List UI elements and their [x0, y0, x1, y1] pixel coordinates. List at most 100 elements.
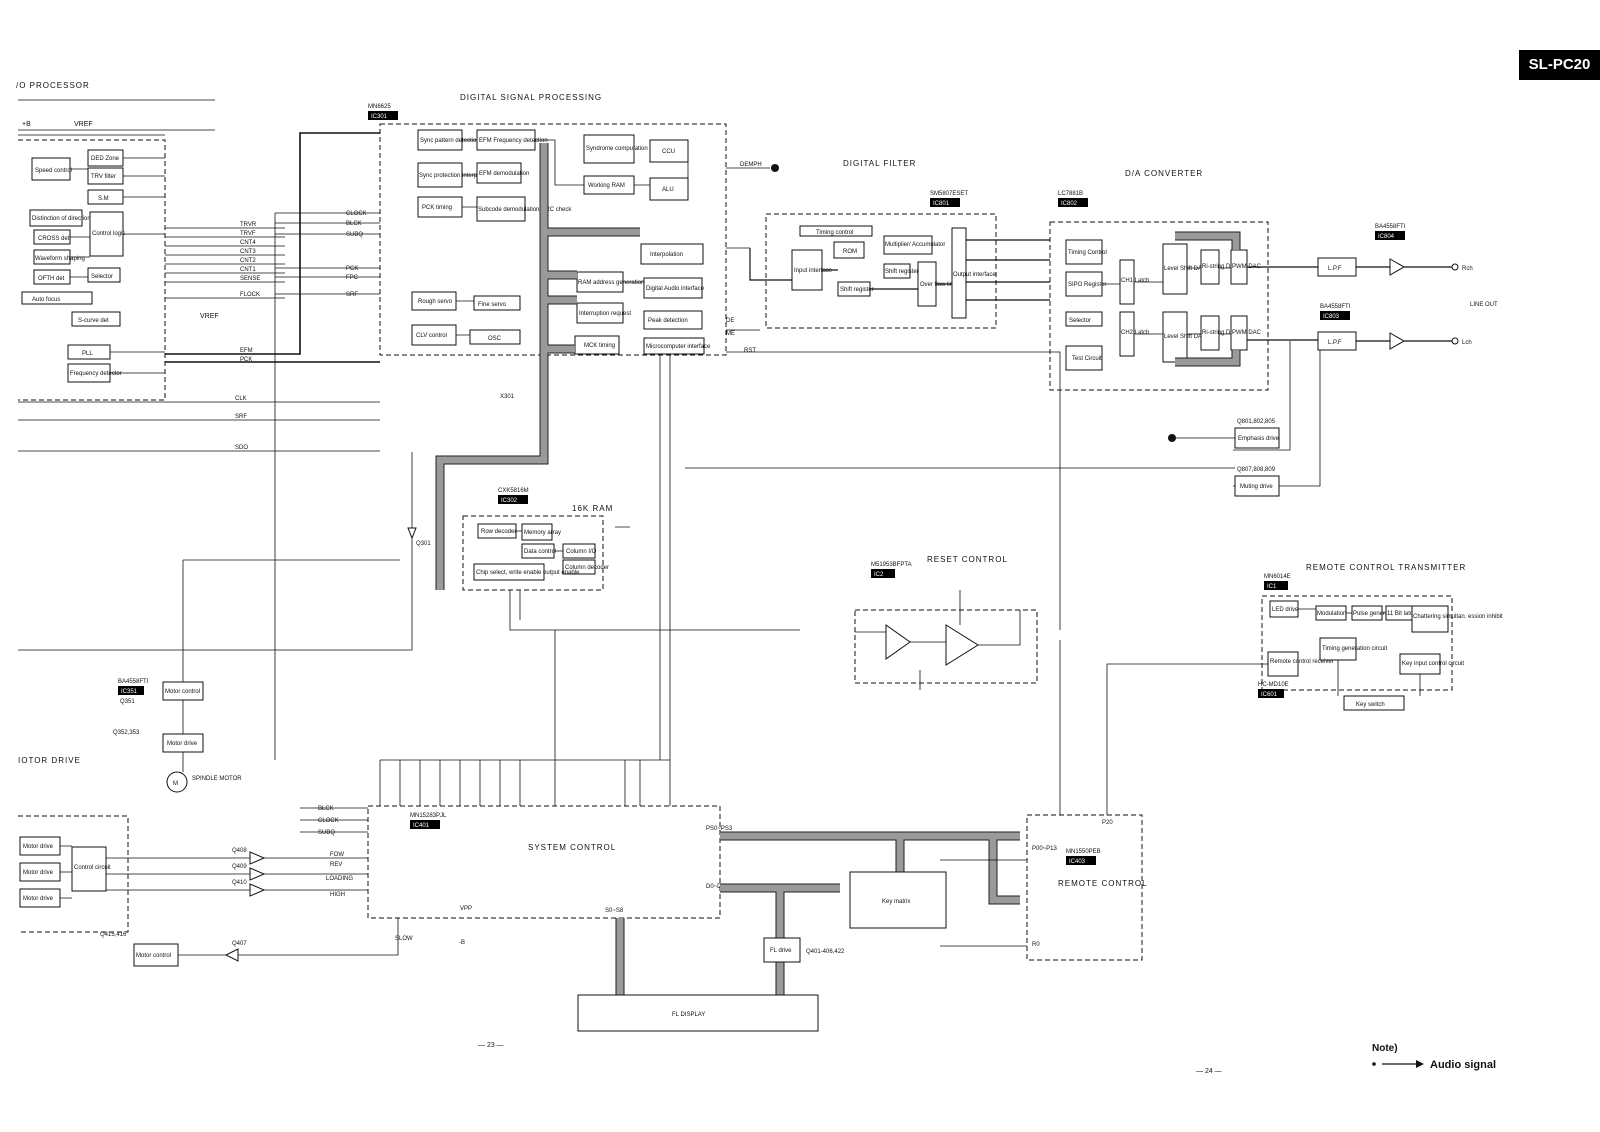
block-ridac-l-label: Ri-string DAC: [1202, 330, 1239, 336]
spindle-label: SPINDLE MOTOR: [192, 776, 242, 782]
plus-b-label: +B: [22, 121, 31, 128]
block-autofocus: [21, 291, 93, 305]
sig-de: DE: [726, 318, 734, 324]
reset-comparator-1: [885, 624, 911, 660]
sig-blck-dsp: BLCK: [346, 221, 362, 227]
block-overflow-label: Over flow limiter: [920, 282, 963, 288]
block-fine-label: Fine servo: [478, 302, 507, 308]
block-fine: [473, 295, 521, 311]
block-modulation-label: Modulation: [1317, 611, 1346, 617]
block-distinction-label: Distinction of direction: [32, 216, 91, 222]
block-chip-select: [473, 563, 545, 581]
block-ridac-r: [1200, 249, 1220, 285]
dac-ref-badge: [1058, 198, 1088, 207]
block-lpf-l-label: L.P.F: [1328, 340, 1342, 346]
block-freqdet-label: Frequency detector: [70, 371, 122, 377]
dac-ref: IC802: [1061, 201, 1078, 207]
sys-ref-badge: [410, 820, 440, 829]
block-mck-label: MCK timing: [584, 343, 615, 349]
sig-p20: P20: [1102, 820, 1113, 826]
block-motorctrl-label: Motor control: [165, 689, 200, 695]
df-ref: IC801: [933, 201, 950, 207]
block-dac-timing-label: Timing Control: [1068, 250, 1107, 256]
block-distinction: [29, 209, 83, 227]
block-keyinput-label: Key input control circuit: [1402, 661, 1464, 667]
block-waveform-label: Waveform shaping: [35, 256, 85, 262]
block-sipo: [1065, 271, 1103, 297]
block-micro: [643, 337, 705, 355]
note-bullet: [1372, 1062, 1376, 1066]
opamp-r-badge: [1375, 231, 1405, 240]
q408-buffer: [249, 851, 266, 865]
block-test: [1065, 345, 1103, 371]
section-system-control: SYSTEM CONTROL: [528, 843, 616, 852]
block-fl-display-label: FL DISPLAY: [672, 1012, 705, 1018]
rx-ref-badge: [1258, 689, 1284, 698]
block-osc: [469, 329, 521, 345]
block-keymatrix-label: Key matrix: [882, 899, 910, 905]
block-muting-label: Muting drive: [1240, 484, 1273, 490]
block-dac-timing: [1065, 239, 1103, 265]
block-efmdemod-label: EFM demodulation: [479, 171, 529, 177]
block-chattering: [1411, 605, 1449, 633]
section-reset: RESET CONTROL: [927, 555, 1008, 564]
sig-cnt2: CNT2: [240, 258, 256, 264]
block-interpolation: [640, 243, 704, 265]
block-fl-drive: [763, 937, 801, 963]
block-syndrome: [583, 134, 635, 164]
section-remote-control: REMOTE CONTROL: [1058, 879, 1148, 888]
block-scurve-label: S-curve det: [78, 318, 109, 324]
block-coldec-label: Column decoder: [565, 565, 609, 571]
block-memarray-label: Memory array: [524, 530, 561, 536]
sys-ic-name: MN15283PJL: [410, 813, 447, 819]
block-pulse-label: Pulse generator: [1353, 611, 1395, 617]
block-column-decoder: [562, 559, 596, 575]
df-ref-badge: [930, 198, 960, 207]
block-key-matrix: [849, 871, 947, 929]
block-rom-label: ROM: [843, 249, 857, 255]
block-shift2-label: Shift register: [840, 287, 874, 293]
digital-filter-outline: [765, 213, 997, 329]
sig-cnt3: CNT3: [240, 249, 256, 255]
block-shiftreg: [883, 263, 911, 279]
block-df-timing: [799, 225, 873, 237]
block-output-if: [951, 227, 967, 319]
block-motorctrl2-label: Motor control: [136, 953, 171, 959]
buffer-r: [1389, 258, 1406, 276]
sig-rst-dsp: RST: [744, 348, 756, 354]
block-alu-label: ALU: [662, 187, 674, 193]
opamp-l-ic: BA4558FTI: [1320, 304, 1351, 310]
dac-ic-name: LC7881B: [1058, 191, 1083, 197]
block-led-label: LED drive: [1272, 607, 1299, 613]
q415-label: Q415,416: [100, 932, 127, 938]
ram-outline: [462, 515, 604, 591]
block-peak: [643, 310, 703, 330]
motor-ic-name: BA4558FTI: [118, 679, 149, 685]
sig-srf-dsp: SRF: [346, 292, 358, 298]
motor-ref: IC351: [121, 689, 138, 695]
sig-efm: EFM: [240, 348, 253, 354]
block-muting: [1234, 475, 1280, 497]
section-remote-tx: REMOTE CONTROL TRANSMITTER: [1306, 563, 1466, 572]
sig-flock: FLOCK: [240, 292, 260, 298]
q807-label: Q807,808,809: [1237, 467, 1276, 473]
remote-control-outline: [1026, 814, 1143, 961]
block-efmdemod: [476, 162, 522, 184]
q407-label: Q407: [232, 941, 247, 947]
note-text: Audio signal: [1430, 1059, 1496, 1071]
block-control-logic-label: Control logic: [92, 231, 125, 237]
block-shiftreg-label: Shift register: [885, 269, 919, 275]
block-pwm-r-label: PWM DAC: [1232, 264, 1262, 270]
sig-clock-dsp: CLOCK: [346, 211, 367, 217]
rch-label: Rch: [1462, 266, 1473, 272]
sig-trvr: TRVR: [240, 222, 257, 228]
q401-label: Q401-406,422: [806, 949, 845, 955]
block-latch11-label: 11 Bit latch: [1387, 611, 1416, 617]
reset-ic-name: M51953BFPTA: [871, 562, 912, 568]
spindle-m-glyph: M: [173, 781, 178, 787]
sig-loading: LOADING: [326, 876, 353, 882]
sig-vpp: VPP: [460, 906, 472, 912]
q408-label: Q408: [232, 848, 247, 854]
block-peak-label: Peak detection: [648, 318, 688, 324]
block-emphasis: [1234, 427, 1280, 449]
